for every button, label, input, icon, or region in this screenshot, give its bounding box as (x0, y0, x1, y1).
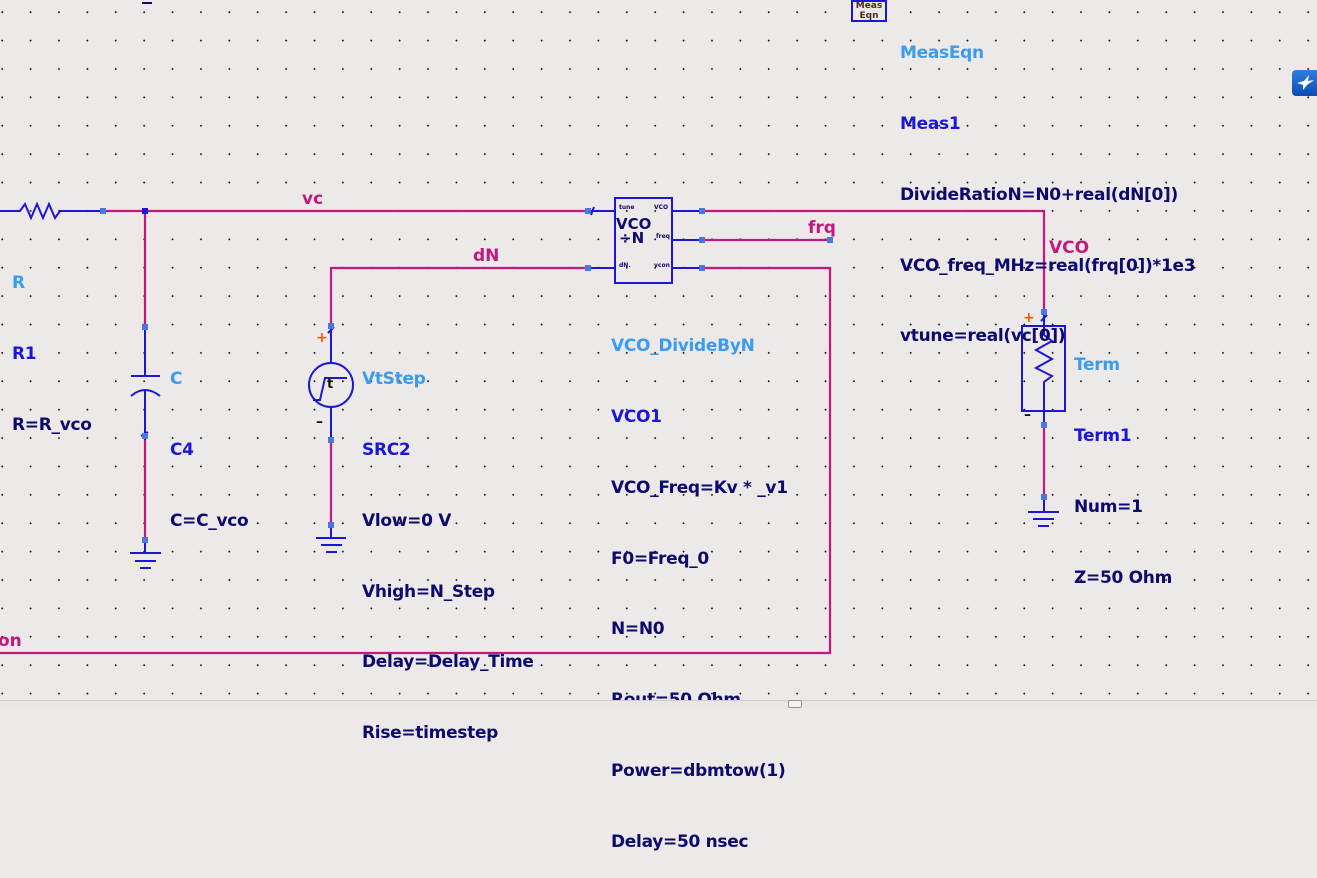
meas-eqn-icon-line1: Meas (855, 1, 883, 11)
net-label-vc[interactable]: vc (302, 189, 324, 209)
capacitor-instance: C4 (170, 439, 194, 460)
vco-param: Power=dbmtow(1) (611, 760, 786, 781)
meas-eqn-icon-line2: Eqn (859, 10, 879, 21)
term-type: Term (1074, 355, 1120, 376)
net-label-dN[interactable]: dN (473, 246, 500, 266)
net-label-bottom[interactable]: on (0, 631, 22, 651)
vco-pin-tune: tune (619, 204, 635, 211)
source-type: VtStep (362, 369, 426, 390)
vco-divide-by-n-symbol[interactable] (588, 197, 703, 284)
capacitor-label-block[interactable]: C C4 C=C_vco (170, 321, 249, 557)
meas-eqn-instance: Meas1 (900, 113, 961, 134)
term-param: Num=1 (1074, 496, 1143, 517)
wire-dN[interactable] (329, 266, 588, 326)
meas-eqn-param: VCO_freq_MHz=real(frq[0])*1e3 (900, 255, 1196, 276)
resistor-label-block[interactable]: R R1 R=R_vco (12, 225, 92, 461)
resistor-instance: R1 (12, 343, 37, 364)
meas-eqn-param: vtune=real(vc[0]) (900, 326, 1066, 347)
vco-instance: VCO1 (611, 406, 662, 427)
bird-app-icon[interactable] (1292, 70, 1317, 96)
vco-param: VCO_Freq=Kv * _v1 (611, 477, 788, 498)
meas-eqn-param: DivideRatioN=N0+real(dN[0]) (900, 184, 1178, 205)
vco-pin-vcon: vcon (654, 262, 670, 269)
resistor-param: R=R_vco (12, 414, 92, 435)
source-instance: SRC2 (362, 439, 411, 460)
term-plus-sign: + (1023, 310, 1035, 326)
vco-pin-vco: VCO (654, 204, 669, 211)
capacitor-param: C=C_vco (170, 510, 249, 531)
source-param: Delay=Delay_Time (362, 652, 534, 673)
vco-param: N=N0 (611, 619, 665, 640)
source-plus-sign: + (316, 330, 328, 346)
net-label-VCO[interactable]: VCO (1049, 238, 1090, 258)
vco-pin-freq: freq (656, 233, 670, 240)
resistor-symbol[interactable] (0, 201, 103, 221)
schematic-canvas[interactable] (0, 0, 1317, 700)
source-param: Rise=timestep (362, 723, 499, 744)
term-label-block[interactable]: Term Term1 Num=1 Z=50 Ohm (1074, 307, 1172, 614)
source-minus-sign: – (316, 414, 323, 430)
term-instance: Term1 (1074, 425, 1132, 446)
vco-type: VCO_DivideByN (611, 336, 755, 357)
term-param: Z=50 Ohm (1074, 567, 1173, 588)
vco-pin-dn: dN. (619, 262, 631, 269)
scrollbar-handle[interactable] (788, 700, 802, 708)
bird-icon (1297, 75, 1314, 90)
vco-param: Delay=50 nsec (611, 831, 749, 852)
term-symbol[interactable] (1021, 312, 1066, 425)
vco-label-block[interactable]: VCO_DivideByN VCO1 VCO_Freq=Kv * _v1 F0=… (611, 288, 788, 878)
ground-symbol-c4 (130, 540, 161, 569)
ground-symbol-term (1028, 497, 1059, 527)
vtstep-source-symbol[interactable] (308, 326, 354, 440)
step-t-icon: t (327, 377, 334, 392)
source-param: Vhigh=N_Step (362, 581, 495, 602)
horizontal-scrollbar[interactable] (0, 700, 1317, 709)
wire-vcon-loop[interactable] (0, 266, 832, 655)
pin-markers (100, 208, 1047, 543)
meas-eqn-icon[interactable]: Meas Eqn (851, 0, 887, 22)
vco-param: F0=Freq_0 (611, 548, 709, 569)
capacitor-symbol[interactable] (130, 327, 161, 440)
meas-eqn-label-block[interactable]: MeasEqn Meas1 DivideRatioN=N0+real(dN[0]… (900, 0, 1196, 373)
meas-eqn-type: MeasEqn (900, 43, 984, 64)
ground-symbol-src (316, 525, 346, 553)
capacitor-type: C (170, 369, 183, 390)
schematic-wires (0, 2, 1066, 655)
resistor-type: R (12, 273, 25, 294)
wire-VCO[interactable] (703, 209, 1046, 312)
source-param: Vlow=0 V (362, 510, 452, 531)
vco-symbol-title: VCO (616, 215, 652, 233)
term-minus-sign: – (1024, 407, 1031, 423)
vco-symbol-divide: ÷N (619, 229, 645, 247)
net-label-frq[interactable]: frq (808, 218, 836, 238)
